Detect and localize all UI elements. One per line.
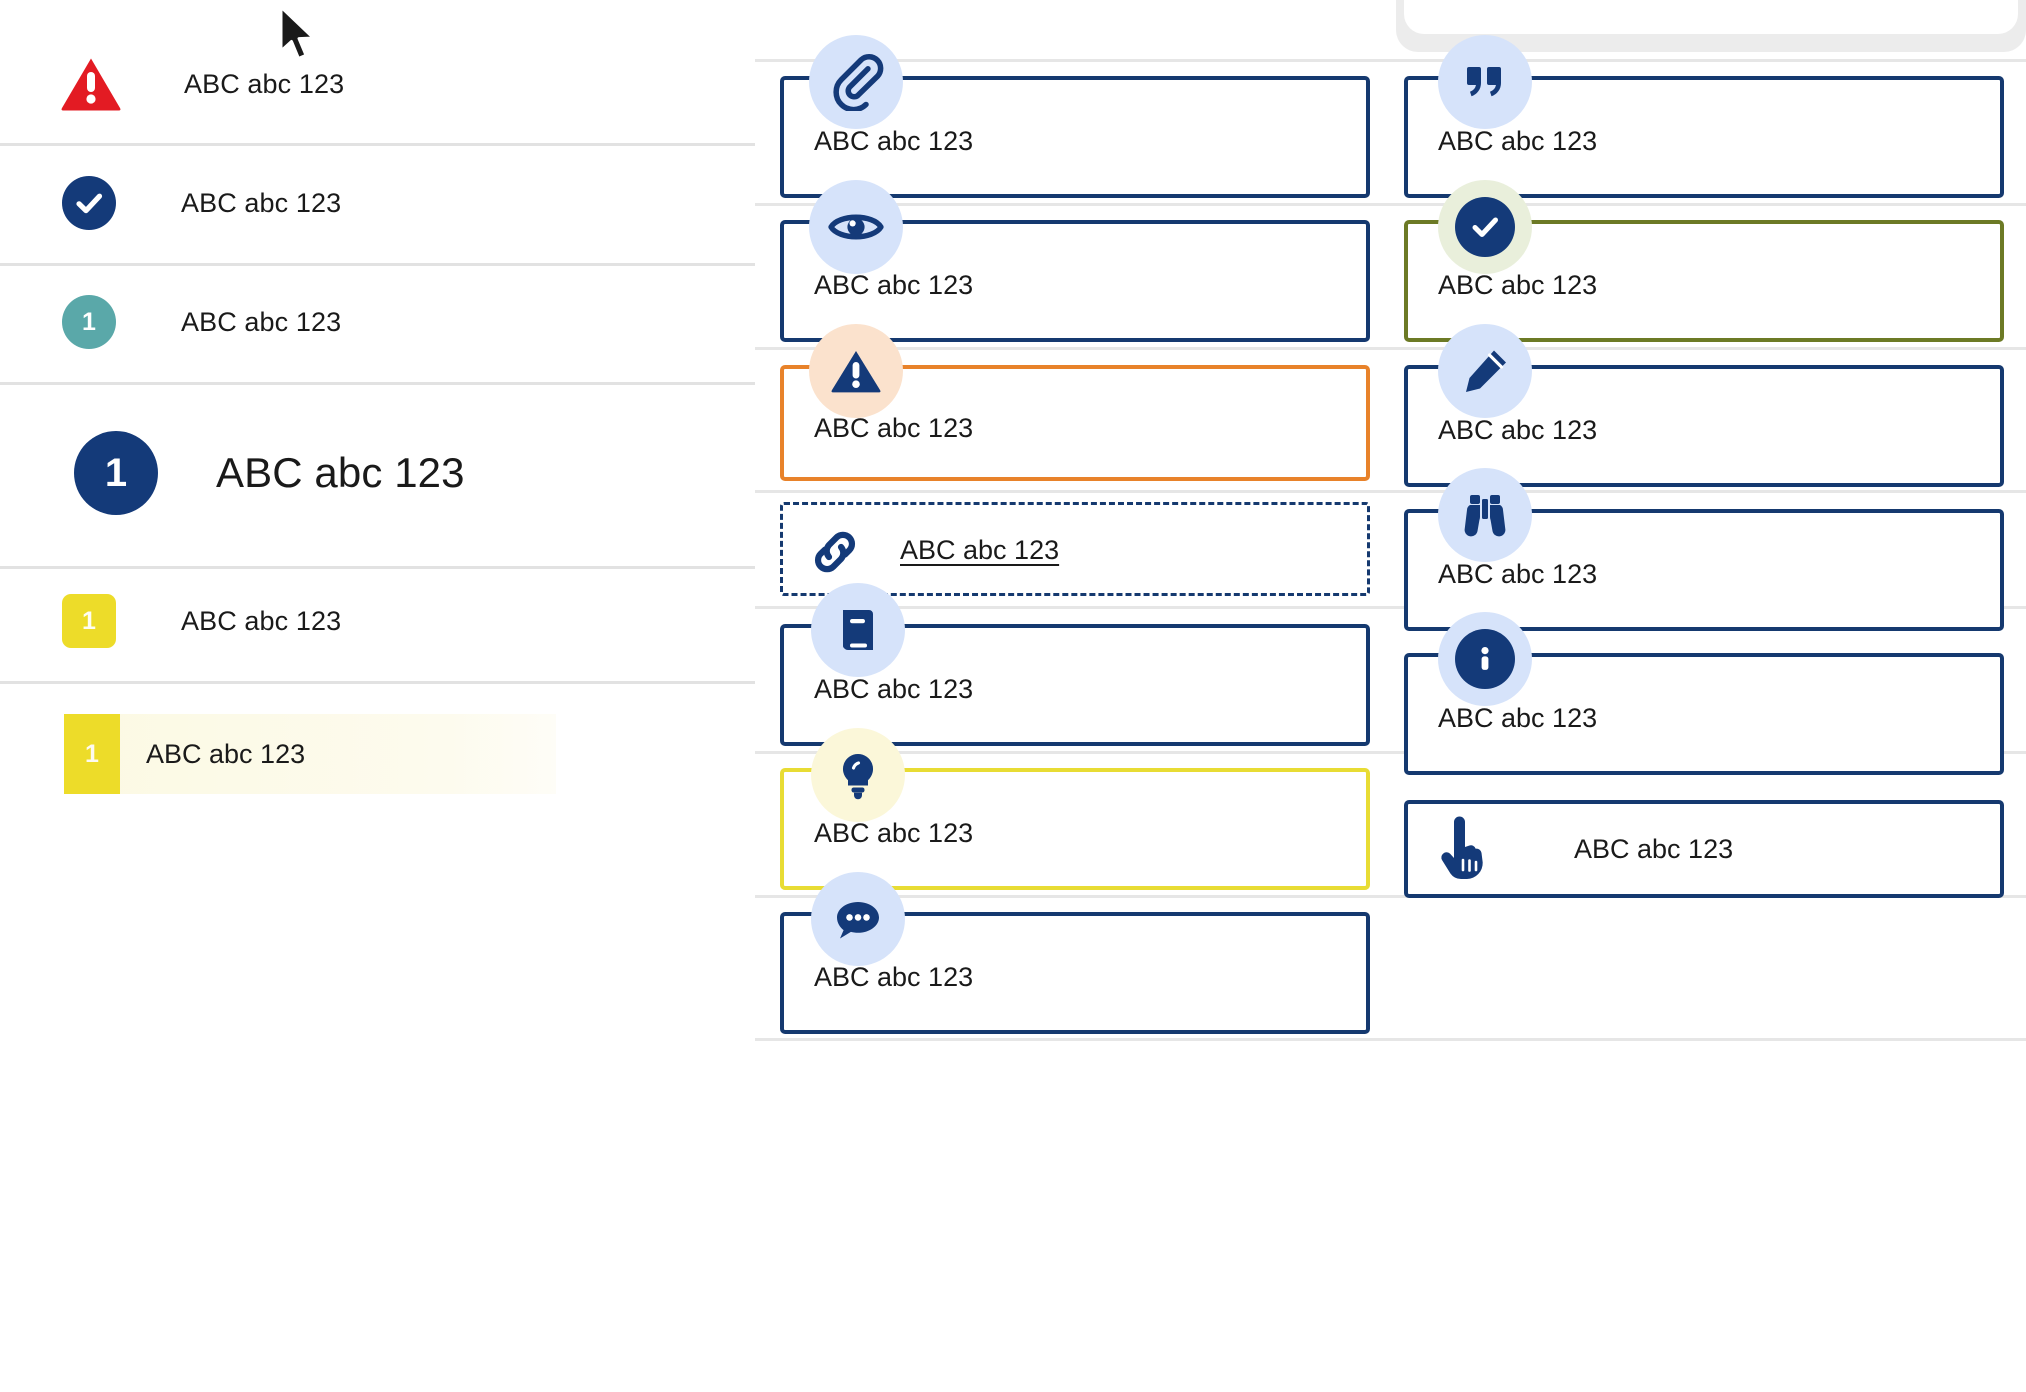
card-label: ABC abc 123 bbox=[814, 126, 974, 156]
card-divider bbox=[755, 59, 2026, 62]
card-action[interactable]: ABC abc 123 bbox=[1404, 800, 2004, 898]
paperclip-icon bbox=[809, 35, 903, 129]
list-divider bbox=[0, 143, 755, 146]
left-list-column: ABC abc 123 ABC abc 123 1 ABC abc 123 1 … bbox=[0, 0, 755, 1392]
number-badge-value: 1 bbox=[104, 451, 128, 495]
list-item-check[interactable]: ABC abc 123 bbox=[62, 176, 341, 230]
book-icon bbox=[811, 583, 905, 677]
card-divider bbox=[755, 203, 2026, 206]
list-divider bbox=[0, 681, 755, 684]
check-circle-ring bbox=[1455, 197, 1515, 257]
check-circle-icon bbox=[1438, 180, 1532, 274]
list-item-label: ABC abc 123 bbox=[181, 306, 342, 337]
card-success[interactable]: ABC abc 123 bbox=[1404, 220, 2004, 342]
card-label: ABC abc 123 bbox=[1438, 703, 1598, 733]
card-divider bbox=[755, 751, 2026, 754]
top-right-panel bbox=[1404, 0, 2018, 34]
card-label: ABC abc 123 bbox=[1438, 415, 1598, 445]
list-divider bbox=[0, 382, 755, 385]
list-item-teal-number[interactable]: 1 ABC abc 123 bbox=[62, 295, 341, 349]
lightbulb-icon bbox=[811, 728, 905, 822]
warning-triangle-icon bbox=[809, 324, 903, 418]
card-label: ABC abc 123 bbox=[814, 270, 974, 300]
list-item-alert[interactable]: ABC abc 123 bbox=[60, 56, 344, 112]
card-divider bbox=[755, 490, 2026, 493]
card-label: ABC abc 123 bbox=[814, 962, 974, 992]
info-circle-icon bbox=[1438, 612, 1532, 706]
card-divider bbox=[755, 895, 2026, 898]
number-badge-value: 1 bbox=[85, 739, 99, 768]
info-circle-ring bbox=[1455, 629, 1515, 689]
list-item-label: ABC abc 123 bbox=[184, 68, 345, 99]
warning-triangle-icon bbox=[60, 56, 122, 112]
card-divider bbox=[755, 347, 2026, 350]
card-label: ABC abc 123 bbox=[1438, 126, 1598, 156]
number-badge-large: 1 bbox=[74, 431, 158, 515]
number-badge-value: 1 bbox=[82, 307, 96, 336]
list-divider bbox=[0, 263, 755, 266]
card-label: ABC abc 123 bbox=[814, 818, 974, 848]
card-label: ABC abc 123 bbox=[814, 413, 974, 443]
list-divider bbox=[0, 566, 755, 569]
pencil-icon bbox=[1438, 324, 1532, 418]
list-item-label: ABC abc 123 bbox=[146, 738, 306, 769]
list-item-label: ABC abc 123 bbox=[181, 605, 342, 636]
number-badge-bar: 1 bbox=[64, 714, 120, 794]
pointing-hand-icon bbox=[1432, 816, 1494, 882]
eye-icon bbox=[809, 180, 903, 274]
quotation-marks-icon bbox=[1438, 35, 1532, 129]
number-badge-value: 1 bbox=[82, 606, 96, 635]
number-badge-square: 1 bbox=[62, 594, 116, 648]
chain-link-icon bbox=[806, 523, 864, 581]
list-item-yellow-number[interactable]: 1 ABC abc 123 bbox=[62, 594, 341, 648]
check-circle-icon bbox=[62, 176, 116, 230]
number-badge: 1 bbox=[62, 295, 116, 349]
card-divider bbox=[755, 606, 2026, 609]
card-label: ABC abc 123 bbox=[1438, 270, 1598, 300]
card-divider bbox=[755, 1038, 2026, 1041]
list-item-highlighted[interactable]: 1 ABC abc 123 bbox=[64, 714, 556, 794]
chat-bubble-icon bbox=[811, 872, 905, 966]
list-item-large-number[interactable]: 1 ABC abc 123 bbox=[74, 431, 465, 515]
card-label: ABC abc 123 bbox=[1574, 834, 1734, 864]
mouse-pointer-icon bbox=[278, 5, 324, 67]
middle-card-column: ABC abc 123 ABC abc 123 ABC abc 123 bbox=[780, 35, 1370, 1034]
list-item-label: ABC abc 123 bbox=[181, 187, 342, 218]
card-label: ABC abc 123 bbox=[814, 674, 974, 704]
card-link-label[interactable]: ABC abc 123 bbox=[900, 535, 1060, 565]
card-label: ABC abc 123 bbox=[1438, 559, 1598, 589]
list-item-label: ABC abc 123 bbox=[216, 449, 465, 496]
binoculars-icon bbox=[1438, 468, 1532, 562]
card-link[interactable]: ABC abc 123 bbox=[780, 502, 1370, 596]
